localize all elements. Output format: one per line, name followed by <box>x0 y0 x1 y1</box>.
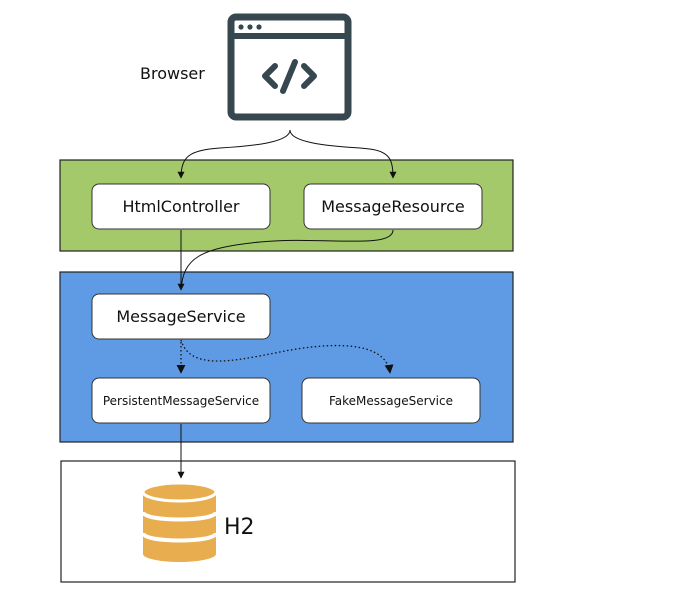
h2-label: H2 <box>224 515 255 540</box>
messageresource-label: MessageResource <box>321 197 465 216</box>
messageresource-to-messageservice-arrow <box>180 229 394 291</box>
messageservice-label: MessageService <box>116 307 245 326</box>
messageservice-to-fake-arrow <box>180 339 394 374</box>
persistentmessageservice-node: PersistentMessageService <box>91 377 271 424</box>
code-window-icon <box>227 13 352 121</box>
persistentmessageservice-label: PersistentMessageService <box>103 394 259 408</box>
messageservice-node: MessageService <box>91 293 271 340</box>
database-icon <box>141 481 218 562</box>
fakemessageservice-node: FakeMessageService <box>301 377 481 424</box>
data-layer-container <box>60 460 516 583</box>
htmlcontroller-node: HtmlController <box>91 183 271 230</box>
fakemessageservice-label: FakeMessageService <box>329 394 453 408</box>
browser-brace-connector <box>177 129 291 179</box>
messageresource-node: MessageResource <box>303 183 483 230</box>
htmlcontroller-label: HtmlController <box>122 197 239 216</box>
browser-label: Browser <box>140 64 205 83</box>
browser-brace-connector-right <box>289 129 397 179</box>
